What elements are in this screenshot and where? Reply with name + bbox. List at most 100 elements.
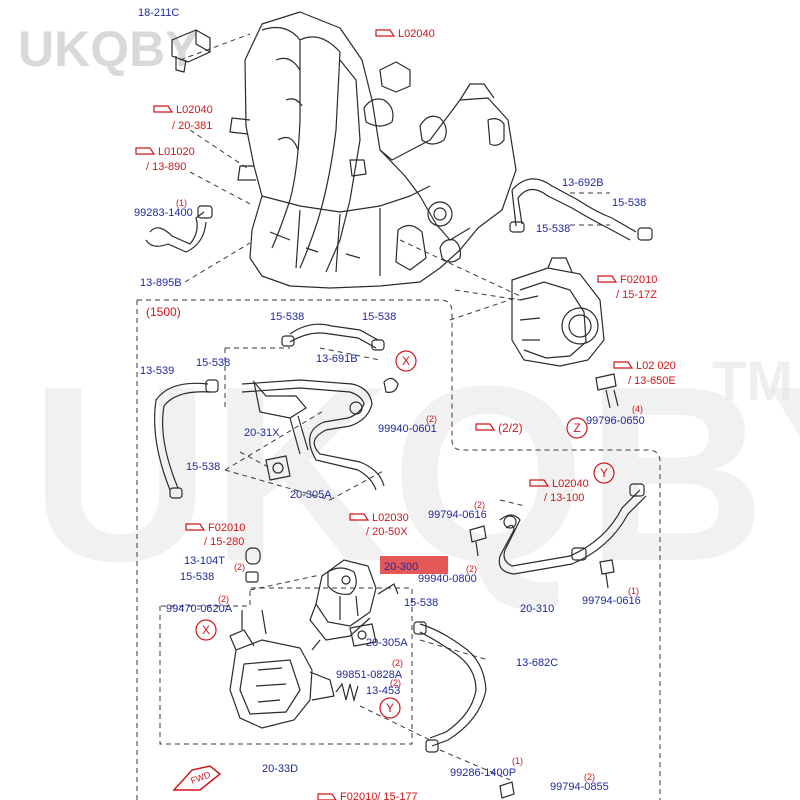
ref-sub: / 13-890	[146, 161, 186, 173]
ref-f02010-left: F02010 / 15-280	[185, 522, 245, 548]
circle-marker-text: Y	[600, 466, 608, 480]
part-label: 13-895B	[140, 277, 182, 289]
part-label: 99283-1400	[134, 207, 193, 219]
page-ref-text: (2/2)	[498, 421, 523, 435]
ref-code: L02040	[398, 28, 435, 40]
qty: (2)	[584, 772, 595, 782]
ref-sub: / 15-280	[204, 536, 244, 548]
part-label: 20-310	[520, 603, 554, 615]
ref-sub: / 20-50X	[366, 526, 408, 538]
ref-l02020: L02 020 / 13-650E	[613, 360, 676, 387]
ref-code: L01020	[158, 146, 195, 158]
qty: (2)	[474, 500, 485, 510]
part-label: 20-305A	[366, 637, 408, 649]
hose-13-895b	[145, 205, 213, 253]
part-label: 13-453	[366, 685, 400, 697]
circle-marker-y-upper: Y	[593, 462, 615, 484]
egr-pipe-20-31x	[241, 379, 385, 491]
qty: (1)	[628, 586, 639, 596]
qty: (1)	[176, 198, 187, 208]
part-label: 20-305A	[290, 489, 332, 501]
ref-sub: / 13-650E	[628, 375, 676, 387]
part-label: 13-682C	[516, 657, 558, 669]
qty: (2)	[466, 564, 477, 574]
bolts-99794-0616	[469, 525, 615, 589]
part-label: 15-538	[270, 311, 304, 323]
part-label: 20-31X	[244, 427, 280, 439]
ref-l02040-top: L02040	[375, 28, 435, 40]
ref-f02010-bottom: F02010/ 15-177	[317, 791, 418, 800]
sub-assembly-boundary	[159, 587, 413, 745]
part-label: 15-538	[612, 197, 646, 209]
ref-l02040-right: L02040 / 13-100	[529, 478, 589, 504]
part-label: 18-211C	[138, 7, 179, 19]
part-label: 99286-1400P	[450, 767, 516, 779]
hose-13-692b	[509, 178, 653, 241]
ref-code: L02030	[372, 512, 409, 524]
ref-code: F02010	[620, 274, 657, 286]
egr-pipe-20-310	[498, 483, 647, 575]
gasket-20-305a-mid	[349, 623, 377, 647]
circle-marker-z: Z	[566, 417, 588, 439]
qty: (4)	[632, 404, 643, 414]
part-label: 13-104T	[184, 555, 225, 567]
watermark-tm: TM	[712, 349, 793, 412]
hose-13-539	[154, 379, 219, 499]
part-label: 13-692B	[562, 177, 604, 189]
part-label: 99940-0601	[378, 423, 437, 435]
ref-code: F02010	[208, 522, 245, 534]
hose-13-691b	[281, 323, 385, 351]
circle-marker-text: Z	[573, 421, 580, 435]
ref-sub: / 15-17Z	[616, 289, 657, 301]
page-ref: (2/2)	[475, 421, 523, 435]
part-label: 20-33D	[262, 763, 298, 775]
ref-sub: / 20-381	[172, 120, 212, 132]
circle-marker-y-lower: Y	[379, 697, 401, 719]
ref-l02030: L02030 / 20-50X	[349, 512, 409, 538]
ref-f02010-top: F02010 / 15-17Z	[597, 274, 657, 301]
ref-l01020: L01020 / 13-890	[135, 146, 195, 173]
circle-marker-text: X	[402, 354, 410, 368]
section-label: (1500)	[146, 305, 181, 319]
ref-code: F02010/ 15-177	[340, 791, 418, 800]
qty: (2)	[234, 562, 245, 572]
part-label: 15-538	[196, 357, 230, 369]
spring-13-453	[335, 682, 359, 703]
gasket-99940-0601	[383, 377, 399, 393]
part-label: 99794-0616	[428, 509, 487, 521]
part-label: 15-538	[362, 311, 396, 323]
sensor-18-211c	[171, 29, 211, 73]
part-label: 15-538	[180, 571, 214, 583]
egr-valve-20-300	[309, 559, 399, 641]
part-label: 99851-0828A	[336, 669, 403, 681]
throttle-body	[511, 257, 605, 367]
qty: (2)	[218, 594, 229, 604]
part-label: 15-538	[404, 597, 438, 609]
ref-sub: / 13-100	[544, 492, 584, 504]
hose-13-682c	[413, 621, 487, 753]
screw-99794-0855	[499, 781, 515, 799]
part-label: 99794-0616	[582, 595, 641, 607]
ref-l02040-left: L02040 / 20-381	[153, 104, 213, 132]
highlight-box	[380, 556, 448, 574]
highlighted-part-label: 20-300	[384, 561, 418, 573]
part-label: 13-539	[140, 365, 174, 377]
intake-manifold	[229, 11, 517, 289]
part-label: 99940-0800	[418, 573, 477, 585]
ref-code: L02 020	[636, 360, 676, 372]
part-label: 15-538	[536, 223, 570, 235]
part-label: 99470-0620A	[166, 603, 233, 615]
circle-marker-x-lower: X	[195, 619, 217, 641]
qty: (2)	[392, 658, 403, 668]
qty: (2)	[426, 414, 437, 424]
gasket-20-305a-top	[265, 455, 291, 481]
qty: (2)	[390, 678, 401, 688]
circle-marker-text: X	[202, 623, 210, 637]
ref-code: L02040	[552, 478, 589, 490]
circle-marker-x-upper: X	[395, 350, 417, 372]
ref-code: L02040	[176, 104, 213, 116]
circle-marker-text: Y	[386, 701, 394, 715]
qty: (1)	[512, 756, 523, 766]
